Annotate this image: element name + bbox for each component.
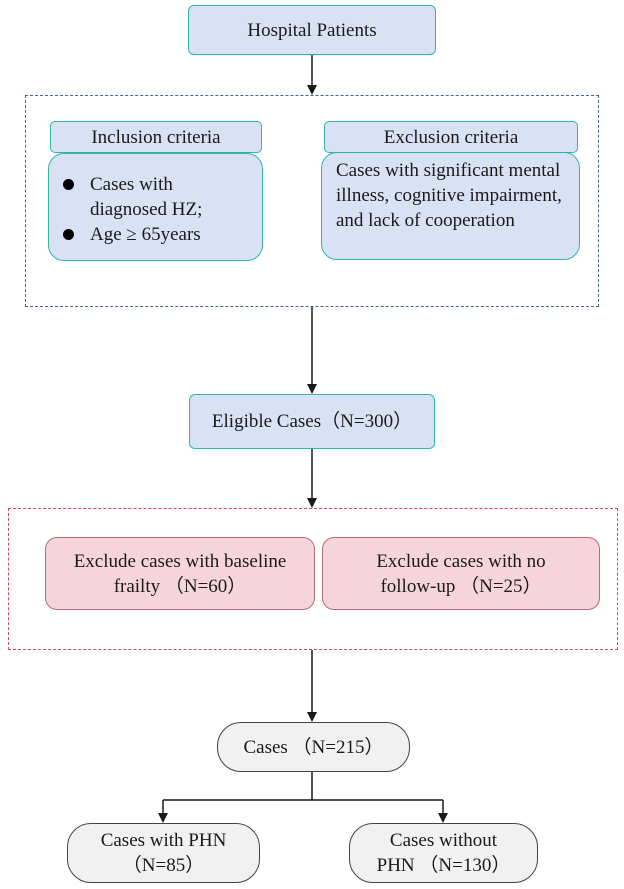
cases-without-phn-label: Cases without PHN （N=130） [376,830,511,876]
bullet-icon [63,179,74,190]
eligible-cases-label: Eligible Cases（N=300） [211,411,413,432]
cases-with-phn-box: Cases with PHN （N=85） [67,823,260,883]
inclusion-item-text: Cases with diagnosed HZ; [90,174,203,220]
exclude-baseline-frailty-box: Exclude cases with baseline frailty （N=6… [45,537,315,610]
inclusion-criteria-label: Inclusion criteria [91,126,221,148]
cases-label: Cases （N=215） [243,736,384,758]
exclusion-criteria-title: Exclusion criteria [324,121,578,153]
screening-criteria-region [25,95,599,307]
inclusion-item-text: Age ≥ 65years [90,224,201,245]
cases-box: Cases （N=215） [217,722,410,772]
exclusion-criteria-label: Exclusion criteria [383,126,519,148]
bullet-icon [63,229,74,240]
eligible-cases-box: Eligible Cases（N=300） [189,394,435,449]
inclusion-criteria-list: Cases with diagnosed HZ; Age ≥ 65years [48,153,263,261]
hospital-patients-box: Hospital Patients [188,5,436,55]
exclude-no-follow-up-box: Exclude cases with no follow-up （N=25） [322,537,600,610]
inclusion-item-diagnosed-hz: Cases with diagnosed HZ; [63,172,252,222]
hospital-patients-label: Hospital Patients [247,19,377,41]
inclusion-item-age: Age ≥ 65years [63,222,252,247]
exclusion-criteria-box: Cases with significant mental illness, c… [321,152,580,260]
inclusion-criteria-title: Inclusion criteria [50,121,262,153]
cases-with-phn-label: Cases with PHN （N=85） [100,830,227,876]
cases-without-phn-box: Cases without PHN （N=130） [349,823,538,883]
exclusion-region [8,508,618,650]
exclude-baseline-frailty-label: Exclude cases with baseline frailty （N=6… [73,550,287,597]
exclusion-criteria-text: Cases with significant mental illness, c… [336,160,562,231]
exclude-no-follow-up-label: Exclude cases with no follow-up （N=25） [376,550,546,597]
